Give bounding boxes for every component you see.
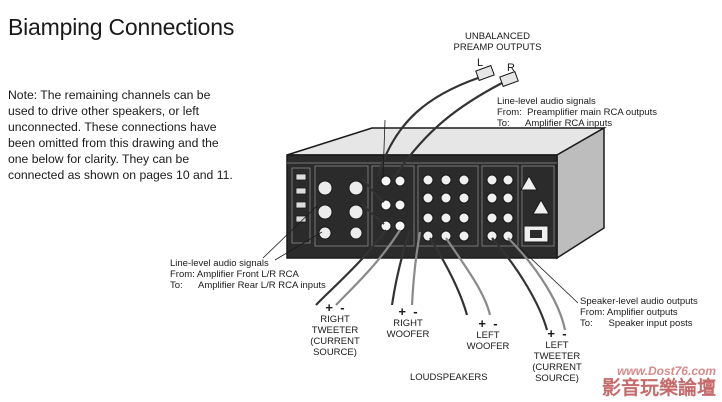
xlr-connectors bbox=[317, 180, 364, 240]
speaker-label: RIGHT WOOFER bbox=[386, 318, 430, 340]
speaker-polarity: + - bbox=[325, 300, 345, 315]
preamp-right-label: R bbox=[507, 62, 515, 74]
preamp-plugs bbox=[475, 64, 519, 88]
warning-icons bbox=[520, 174, 550, 215]
chassis-top bbox=[286, 127, 607, 156]
preamp-left-label: L bbox=[477, 57, 484, 69]
leader-lines bbox=[262, 119, 579, 304]
speaker-label: RIGHT TWEETER (CURRENT SOURCE) bbox=[310, 314, 360, 358]
callout-heading: Speaker-level audio outputs bbox=[580, 296, 698, 307]
speaker-left-tweeter: + - LEFT TWEETER (CURRENT SOURCE) bbox=[524, 326, 590, 384]
watermark-text: 影音玩樂論壇 bbox=[601, 378, 716, 399]
preamp-cables bbox=[376, 76, 503, 179]
watermark: www.Dost76.com 影音玩樂論壇 bbox=[602, 362, 716, 398]
rear-panel bbox=[286, 154, 558, 259]
callout-to: To: Amplifier RCA inputs bbox=[497, 118, 613, 129]
callout-to: To: Speaker input posts bbox=[580, 318, 693, 329]
speaker-polarity: + - bbox=[547, 326, 567, 341]
speaker-right-tweeter: + - RIGHT TWEETER (CURRENT SOURCE) bbox=[300, 300, 370, 358]
speaker-left-woofer: + - LEFT WOOFER bbox=[458, 316, 518, 352]
speaker-label: LEFT WOOFER bbox=[466, 330, 510, 352]
callout-to: To: Amplifier Rear L/R RCA inputs bbox=[170, 280, 326, 291]
speaker-label: LEFT TWEETER (CURRENT SOURCE) bbox=[532, 340, 582, 384]
callout-from: From: Preamplifier main RCA outputs bbox=[497, 107, 657, 118]
callout-heading: Line-level audio signals bbox=[497, 96, 596, 107]
note-text: Note: The remaining channels can be used… bbox=[8, 88, 233, 182]
panel-sections bbox=[291, 165, 555, 247]
speaker-cables bbox=[315, 229, 567, 331]
speaker-polarity: + - bbox=[398, 304, 418, 319]
loudspeakers-label: LOUDSPEAKERS bbox=[410, 372, 488, 383]
speaker-polarity: + - bbox=[478, 316, 498, 331]
preamp-outputs-label: UNBALANCED PREAMP OUTPUTS bbox=[453, 31, 542, 53]
jumper-cables bbox=[361, 177, 385, 225]
callout-from: From: Amplifier outputs bbox=[580, 307, 678, 318]
callout-line-level-main: Line-level audio signals From: Preamplif… bbox=[497, 96, 657, 129]
page-title: Biamping Connections bbox=[8, 14, 235, 40]
callout-line-level-front-rear: Line-level audio signals From: Amplifier… bbox=[170, 258, 326, 291]
watermark-url: www.Dost76.com bbox=[617, 364, 716, 378]
callout-from: From: Amplifier Front L/R RCA bbox=[170, 269, 299, 280]
callout-speaker-level: Speaker-level audio outputs From: Amplif… bbox=[580, 296, 698, 329]
callout-heading: Line-level audio signals bbox=[170, 258, 269, 269]
speaker-right-woofer: + - RIGHT WOOFER bbox=[378, 304, 438, 340]
